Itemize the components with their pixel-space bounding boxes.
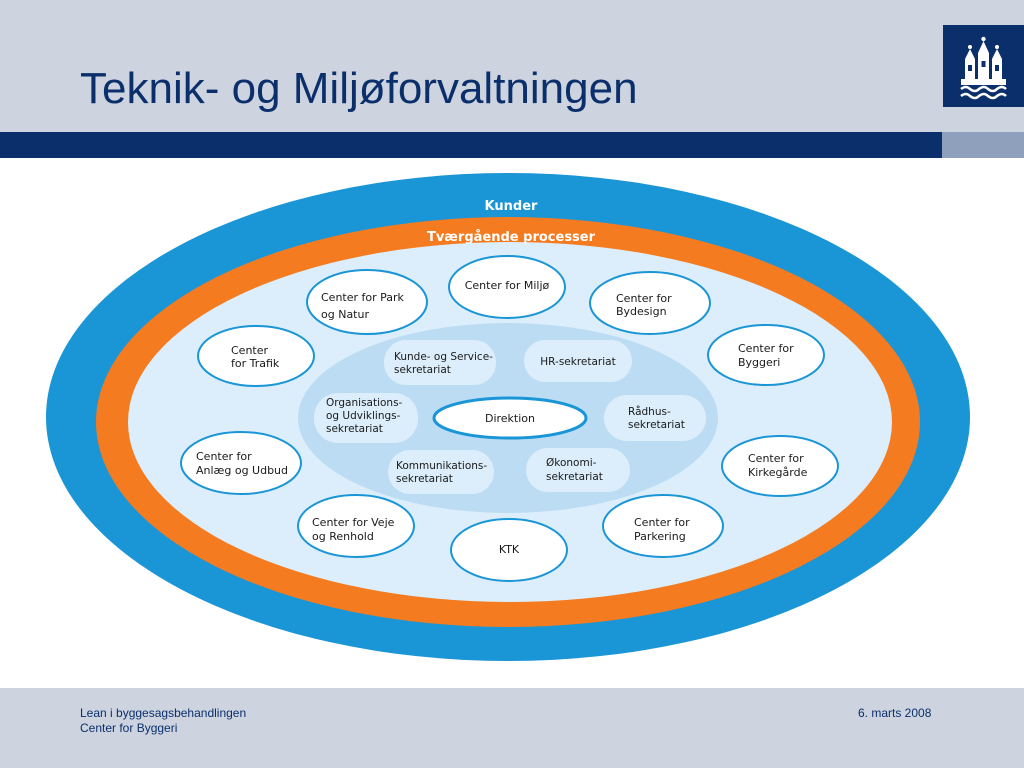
center-veje-renhold-line2: og Renhold	[312, 530, 374, 543]
secretariat-org-udvikling-line2: og Udviklings-	[326, 410, 401, 422]
copenhagen-coat-of-arms-icon	[943, 25, 1024, 107]
secretariat-kunde-service: Kunde- og Service- sekretariat	[384, 340, 496, 385]
core-direktion-label: Direktion	[485, 412, 535, 425]
center-park-natur-line2: og Natur	[321, 308, 369, 321]
footer-presentation-title: Lean i byggesagsbehandlingen	[80, 706, 247, 720]
slide-header: Teknik- og Miljøforvaltningen	[0, 0, 1024, 132]
secretariat-org-udvikling-line1: Organisations-	[326, 397, 403, 409]
secretariat-okonomi-line1: Økonomi-	[546, 457, 597, 469]
secretariat-kommunikation-line2: sekretariat	[396, 473, 453, 485]
center-bydesign-line2: Bydesign	[616, 305, 667, 318]
center-trafik-line1: Center	[231, 344, 269, 357]
secretariat-kunde-service-line2: sekretariat	[394, 364, 451, 376]
middle-ring-label: Tværgående processer	[427, 230, 596, 245]
secretariat-okonomi: Økonomi- sekretariat	[526, 448, 630, 492]
secretariat-kommunikation: Kommunikations- sekretariat	[388, 450, 494, 494]
center-parkering-line2: Parkering	[634, 530, 686, 543]
header-divider-bar	[0, 132, 942, 158]
center-anlaeg-udbud-line2: Anlæg og Udbud	[196, 464, 288, 477]
center-kirkegaarde-line1: Center for	[748, 452, 804, 465]
center-byggeri-line1: Center for	[738, 342, 794, 355]
footer-department: Center for Byggeri	[80, 721, 178, 735]
center-park-natur: Center for Park og Natur	[306, 269, 428, 335]
secretariat-org-udvikling: Organisations- og Udviklings- sekretaria…	[314, 393, 418, 443]
center-ktk-label: KTK	[499, 543, 520, 556]
secretariat-raadhus-line2: sekretariat	[628, 419, 685, 431]
secretariat-org-udvikling-line3: sekretariat	[326, 423, 383, 435]
center-byggeri: Center for Byggeri	[707, 324, 825, 386]
center-byggeri-line2: Byggeri	[738, 356, 780, 369]
center-parkering: Center for Parkering	[602, 494, 724, 558]
core-direktion: Direktion	[432, 396, 588, 440]
center-miljo-label: Center for Miljø	[465, 279, 550, 292]
center-trafik: Center for Trafik	[197, 325, 315, 387]
center-veje-renhold: Center for Veje og Renhold	[297, 494, 415, 558]
secretariat-okonomi-line2: sekretariat	[546, 471, 603, 483]
footer-date: 6. marts 2008	[858, 706, 932, 720]
center-bydesign: Center for Bydesign	[589, 271, 711, 335]
secretariat-kunde-service-line1: Kunde- og Service-	[394, 351, 493, 363]
secretariat-kommunikation-line1: Kommunikations-	[396, 460, 487, 472]
center-anlaeg-udbud-line1: Center for	[196, 450, 252, 463]
center-veje-renhold-line1: Center for Veje	[312, 516, 395, 529]
slide-footer: Lean i byggesagsbehandlingen Center for …	[0, 688, 1024, 768]
organization-diagram: Kunder Tværgående processer Center for M…	[46, 173, 970, 661]
center-kirkegaarde-line2: Kirkegårde	[748, 466, 808, 479]
footer-left: Lean i byggesagsbehandlingen Center for …	[80, 706, 246, 736]
center-anlaeg-udbud: Center for Anlæg og Udbud	[180, 431, 302, 495]
secretariat-raadhus-line1: Rådhus-	[628, 405, 671, 418]
header-divider-accent	[942, 132, 1024, 158]
outer-ring-label: Kunder	[485, 199, 538, 214]
center-kirkegaarde: Center for Kirkegårde	[721, 435, 839, 497]
slide-title: Teknik- og Miljøforvaltningen	[80, 64, 638, 113]
center-trafik-line2: for Trafik	[231, 357, 280, 370]
center-parkering-line1: Center for	[634, 516, 690, 529]
center-miljo: Center for Miljø	[448, 255, 566, 319]
secretariat-raadhus: Rådhus- sekretariat	[604, 395, 706, 441]
secretariat-hr-label: HR-sekretariat	[540, 356, 615, 368]
secretariat-hr: HR-sekretariat	[524, 340, 632, 382]
center-ktk: KTK	[450, 518, 568, 582]
center-bydesign-line1: Center for	[616, 292, 672, 305]
center-park-natur-line1: Center for Park	[321, 291, 405, 304]
